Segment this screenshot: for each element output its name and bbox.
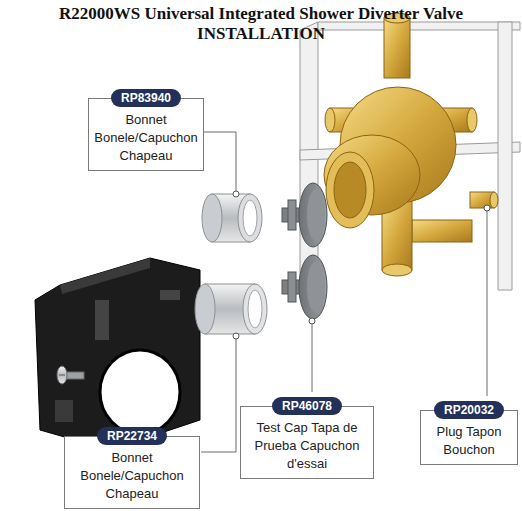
leader-dot	[233, 191, 490, 339]
test-cap	[282, 255, 327, 319]
mounting-bracket	[35, 258, 200, 450]
test-cap	[282, 183, 327, 247]
part-description: Plug Tapon Bouchon	[426, 423, 512, 459]
valve-body	[324, 13, 498, 276]
part-description: Bonnet Bonele/Capuchon Chapeau	[70, 449, 194, 503]
callout-box: RP83940Bonnet Bonele/Capuchon Chapeau	[88, 98, 204, 171]
part-number: RP83940	[111, 89, 181, 107]
callout-box: RP46078Test Cap Tapa de Prueba Capuchon …	[240, 406, 374, 479]
part-number: RP20032	[434, 401, 504, 419]
callout-box: RP20032Plug Tapon Bouchon	[420, 410, 518, 465]
bonnet-ring	[195, 284, 267, 334]
part-number: RP22734	[97, 427, 167, 445]
part-description: Bonnet Bonele/Capuchon Chapeau	[94, 111, 198, 165]
callout-box: RP22734Bonnet Bonele/Capuchon Chapeau	[64, 436, 200, 509]
part-description: Test Cap Tapa de Prueba Capuchon d'essai	[246, 419, 368, 473]
diagram-title: R22000WS Universal Integrated Shower Div…	[58, 4, 464, 44]
bonnet-ring	[202, 194, 262, 242]
part-number: RP46078	[272, 397, 342, 415]
screw	[57, 366, 84, 384]
